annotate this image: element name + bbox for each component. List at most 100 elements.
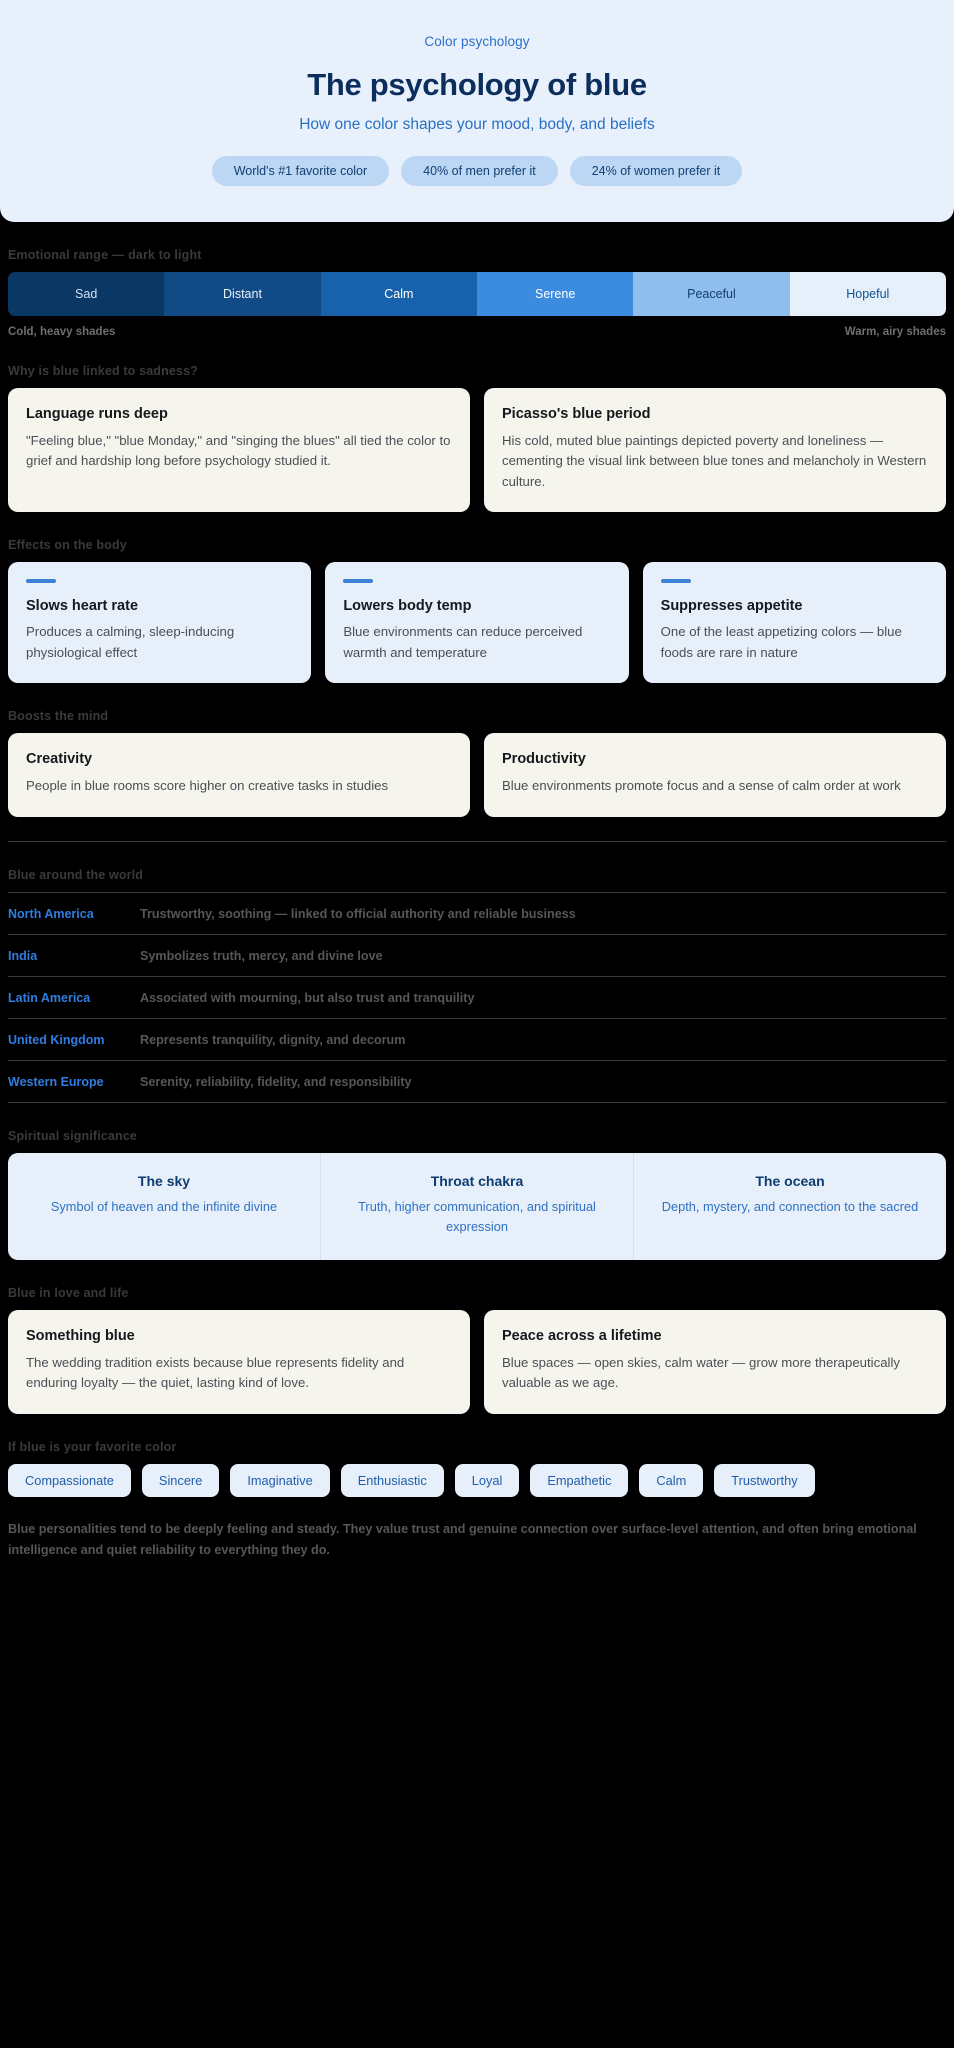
world-meaning: Trustworthy, soothing — linked to offici… (140, 906, 576, 921)
accent-bar-icon (26, 579, 56, 584)
hero-badge: World's #1 favorite color (211, 156, 390, 186)
spectrum-caption-left: Cold, heavy shades (8, 326, 116, 338)
card-title: Something blue (26, 1327, 135, 1344)
section-heading-sadness: Why is blue linked to sadness? (8, 364, 198, 378)
spectrum-label: Distant (223, 287, 262, 301)
trait-chip[interactable]: Trustworthy (714, 1463, 815, 1497)
spectrum-segment-peaceful[interactable]: Peaceful (633, 272, 790, 316)
body-effect-card: Suppresses appetite One of the least app… (642, 562, 946, 684)
accent-bar-icon (343, 579, 374, 584)
trait-chip[interactable]: Compassionate (8, 1463, 131, 1497)
world-meaning: Serenity, reliability, fidelity, and res… (140, 1074, 412, 1089)
content-sections: Emotional range — dark to light Sad Dist… (0, 248, 954, 1588)
spectrum-captions: Cold, heavy shades Warm, airy shades (8, 326, 946, 338)
card-body: Blue spaces — open skies, calm water — g… (502, 1354, 900, 1391)
hero-banner: Color psychology The psychology of blue … (0, 0, 954, 222)
spectrum-label: Sad (75, 287, 98, 301)
page-title: The psychology of blue (307, 67, 647, 102)
card-body: One of the least appetizing colors — blu… (660, 624, 902, 660)
hero-badge-list: World's #1 favorite color 40% of men pre… (30, 156, 924, 186)
trait-chip[interactable]: Imaginative (230, 1463, 330, 1497)
closing-paragraph: Blue personalities tend to be deeply fee… (8, 1521, 917, 1558)
spiritual-body: Symbol of heaven and the infinite divine (50, 1198, 278, 1214)
table-row: United Kingdom Represents tranquility, d… (8, 1019, 946, 1061)
spectrum-caption-right: Warm, airy shades (844, 326, 946, 338)
card-title: Creativity (26, 751, 93, 768)
spiritual-cell: Throat chakra Truth, higher communicatio… (321, 1152, 634, 1260)
trait-chip[interactable]: Enthusiastic (340, 1463, 444, 1497)
spectrum-label: Calm (384, 287, 414, 301)
trait-chip[interactable]: Sincere (141, 1463, 220, 1497)
hero-subtitle: How one color shapes your mood, body, an… (299, 116, 655, 133)
world-region: United Kingdom (8, 1032, 105, 1047)
body-effects-card-row: Slows heart rate Produces a calming, sle… (8, 562, 946, 684)
table-row: North America Trustworthy, soothing — li… (8, 891, 946, 935)
mind-card: Creativity People in blue rooms score hi… (8, 733, 470, 817)
spiritual-title: The ocean (755, 1172, 825, 1189)
table-row: Latin America Associated with mourning, … (8, 977, 946, 1019)
world-meaning: Symbolizes truth, mercy, and divine love (140, 948, 383, 963)
spiritual-title: Throat chakra (430, 1172, 524, 1189)
mind-card-row: Creativity People in blue rooms score hi… (8, 733, 946, 817)
world-meaning: Associated with mourning, but also trust… (140, 990, 475, 1005)
table-row: India Symbolizes truth, mercy, and divin… (8, 935, 946, 977)
section-heading-mind: Boosts the mind (8, 709, 109, 724)
hero-eyebrow: Color psychology (424, 34, 530, 49)
section-heading-world: Blue around the world (8, 867, 144, 882)
love-card: Something blue The wedding tradition exi… (8, 1309, 470, 1414)
spectrum-label: Serene (534, 287, 576, 301)
world-region: India (8, 948, 38, 963)
card-body: People in blue rooms score higher on cre… (26, 778, 389, 794)
card-body: "Feeling blue," "blue Monday," and "sing… (26, 433, 451, 469)
section-heading-love: Blue in love and life (8, 1285, 129, 1300)
card-title: Suppresses appetite (660, 598, 803, 615)
sadness-card: Language runs deep "Feeling blue," "blue… (8, 388, 470, 513)
section-heading-body-effects: Effects on the body (8, 538, 127, 553)
spiritual-panel: The sky Symbol of heaven and the infinit… (8, 1152, 946, 1260)
spectrum-label: Peaceful (687, 287, 736, 301)
world-meaning: Represents tranquility, dignity, and dec… (140, 1032, 406, 1047)
spectrum-segment-hopeful[interactable]: Hopeful (789, 272, 946, 316)
body-effect-card: Lowers body temp Blue environments can r… (325, 562, 629, 684)
spectrum-segment-calm[interactable]: Calm (320, 272, 477, 316)
section-divider (8, 840, 946, 842)
section-heading-personality: If blue is your favorite color (8, 1439, 177, 1454)
table-row: Western Europe Serenity, reliability, fi… (8, 1061, 946, 1103)
world-region: North America (8, 906, 94, 921)
card-title: Peace across a lifetime (502, 1327, 662, 1344)
spiritual-cell: The ocean Depth, mystery, and connection… (634, 1153, 946, 1260)
hero-badge: 40% of men prefer it (401, 156, 558, 186)
spiritual-body: Truth, higher communication, and spiritu… (358, 1198, 596, 1235)
body-effect-card: Slows heart rate Produces a calming, sle… (8, 562, 312, 684)
spectrum-segment-sad[interactable]: Sad (8, 272, 165, 316)
world-meanings-table: North America Trustworthy, soothing — li… (8, 891, 946, 1103)
love-card-row: Something blue The wedding tradition exi… (8, 1309, 946, 1414)
spiritual-title: The sky (137, 1172, 191, 1189)
trait-chip[interactable]: Empathetic (530, 1463, 629, 1497)
card-body: Produces a calming, sleep-inducing physi… (26, 624, 235, 660)
spiritual-cell: The sky Symbol of heaven and the infinit… (8, 1152, 321, 1260)
accent-bar-icon (660, 579, 691, 584)
card-body: The wedding tradition exists because blu… (26, 1354, 405, 1391)
spiritual-body: Depth, mystery, and connection to the sa… (661, 1198, 919, 1214)
card-title: Lowers body temp (343, 598, 472, 615)
card-title: Slows heart rate (26, 598, 139, 615)
world-region: Latin America (8, 990, 91, 1005)
mind-card: Productivity Blue environments promote f… (484, 733, 946, 817)
love-card: Peace across a lifetime Blue spaces — op… (484, 1309, 946, 1414)
card-body: Blue environments can reduce perceived w… (343, 624, 583, 660)
card-title: Picasso's blue period (502, 406, 651, 422)
spectrum-segment-serene[interactable]: Serene (476, 272, 634, 316)
card-body: His cold, muted blue paintings depicted … (502, 433, 927, 489)
section-heading-spectrum: Emotional range — dark to light (8, 248, 202, 262)
spectrum-label: Hopeful (846, 287, 890, 301)
trait-chip-list: Compassionate Sincere Imaginative Enthus… (8, 1463, 946, 1497)
sadness-card: Picasso's blue period His cold, muted bl… (484, 388, 946, 513)
card-body: Blue environments promote focus and a se… (502, 778, 901, 794)
trait-chip[interactable]: Calm (639, 1463, 704, 1497)
spectrum-segment-distant[interactable]: Distant (164, 272, 321, 316)
world-region: Western Europe (8, 1074, 104, 1089)
trait-chip[interactable]: Loyal (454, 1463, 520, 1497)
card-title: Language runs deep (26, 406, 168, 422)
